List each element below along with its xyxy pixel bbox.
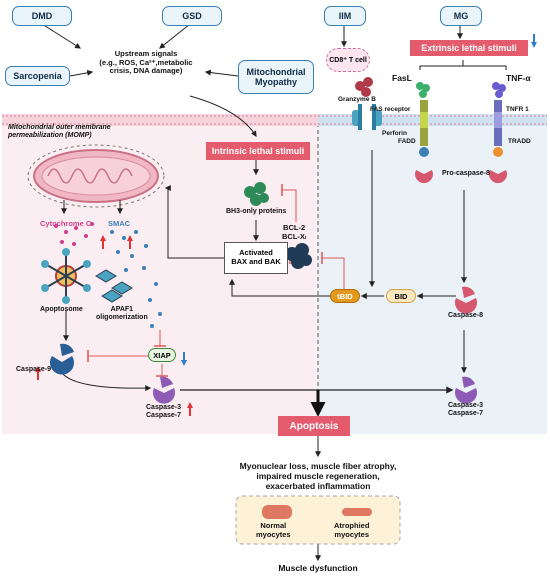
- normal-myocytes-label: Normal myocytes: [256, 521, 291, 539]
- caspase37-left-icon: [153, 376, 175, 404]
- smac-dots: [110, 230, 162, 328]
- disease-dmd: DMD: [12, 6, 72, 26]
- disease-mito-myopathy: Mitochondrial Myopathy: [238, 60, 314, 94]
- tbid-badge: tBID: [330, 289, 360, 303]
- apaf1-label: APAF1 oligomerization: [96, 306, 148, 322]
- bcl2-label: BCL-2 BCL-Xₗ: [282, 223, 307, 241]
- caspase8-label: Caspase-8: [448, 312, 484, 319]
- apoptosome-label: Apoptosome: [40, 306, 83, 313]
- apoptosome-icon: [41, 248, 91, 304]
- cytochrome-c-label: Cytochrome C: [40, 219, 92, 228]
- bcl2-icon: [285, 243, 312, 269]
- tnfa-label: TNF-α: [506, 73, 531, 83]
- outcomes-text: Myonuclear loss, muscle fiber atrophy, i…: [239, 461, 397, 491]
- disease-gsd: GSD: [162, 6, 222, 26]
- caspase9-label: Caspase-9: [16, 366, 52, 373]
- disease-sarcopenia: Sarcopenia: [5, 66, 70, 86]
- down-arrow-icons: [181, 34, 537, 366]
- caspase9-icon: [50, 343, 74, 375]
- bh3-label: BH3-only proteins: [226, 208, 287, 215]
- smac-label: SMAC: [108, 219, 131, 228]
- up-arrow-icons: [35, 235, 193, 416]
- apoptosis-bar: Apoptosis: [278, 416, 350, 436]
- caspase37-right-icon: [455, 376, 478, 404]
- apaf1-icon: [95, 269, 133, 303]
- cytochrome-dots: [54, 222, 94, 246]
- muscle-dysfunction-label: Muscle dysfunction: [278, 563, 358, 573]
- extrinsic-panel: [318, 116, 547, 434]
- atrophied-myocyte-icon: [342, 508, 372, 516]
- cd8-t-cell: CD8⁺ T cell: [326, 48, 370, 72]
- upstream-signals: Upstream signals (e.g., ROS, Ca²⁺,metabo…: [99, 49, 193, 76]
- perforin-label: Perforin: [382, 130, 407, 137]
- procaspase8-label: Pro-caspase-8: [442, 170, 490, 177]
- tnfr1-icon: [492, 82, 506, 157]
- mitochondrion: [27, 144, 165, 208]
- procaspase8-icons: [415, 170, 507, 184]
- disease-mg: MG: [440, 6, 482, 26]
- momp-label: Mitochondrial outer membrane permeabiliz…: [8, 124, 111, 140]
- fasl-label: FasL: [392, 73, 412, 83]
- tnfr1-label: TNFR 1: [506, 106, 529, 113]
- perforin-channel-icon: [352, 104, 382, 130]
- bid-badge: BID: [386, 289, 416, 303]
- tradd-label: TRADD: [508, 138, 531, 145]
- granzyme-label: Granzyme B: [338, 96, 376, 103]
- bh3-icon: [244, 182, 269, 206]
- atrophied-myocytes-label: Atrophied myocytes: [334, 521, 370, 539]
- normal-myocyte-icon: [262, 505, 292, 519]
- intrinsic-stimuli-bar: Intrinsic lethal stimuli: [206, 142, 310, 160]
- disease-iim: IIM: [324, 6, 366, 26]
- caspase37-right-label: Caspase-3 Caspase-7: [448, 402, 484, 418]
- fas-receptor-label: FAS receptor: [370, 106, 411, 113]
- granzyme-icon: [355, 77, 373, 97]
- caspase8-icon: [455, 286, 478, 314]
- fas-receptor-icon: [416, 82, 430, 157]
- extrinsic-stimuli-bar: Extrinsic lethal stimuli: [410, 40, 528, 56]
- fadd-label: FADD: [398, 138, 416, 145]
- xiap-badge: XIAP: [148, 348, 176, 362]
- caspase37-left-label: Caspase-3 Caspase-7: [146, 404, 182, 420]
